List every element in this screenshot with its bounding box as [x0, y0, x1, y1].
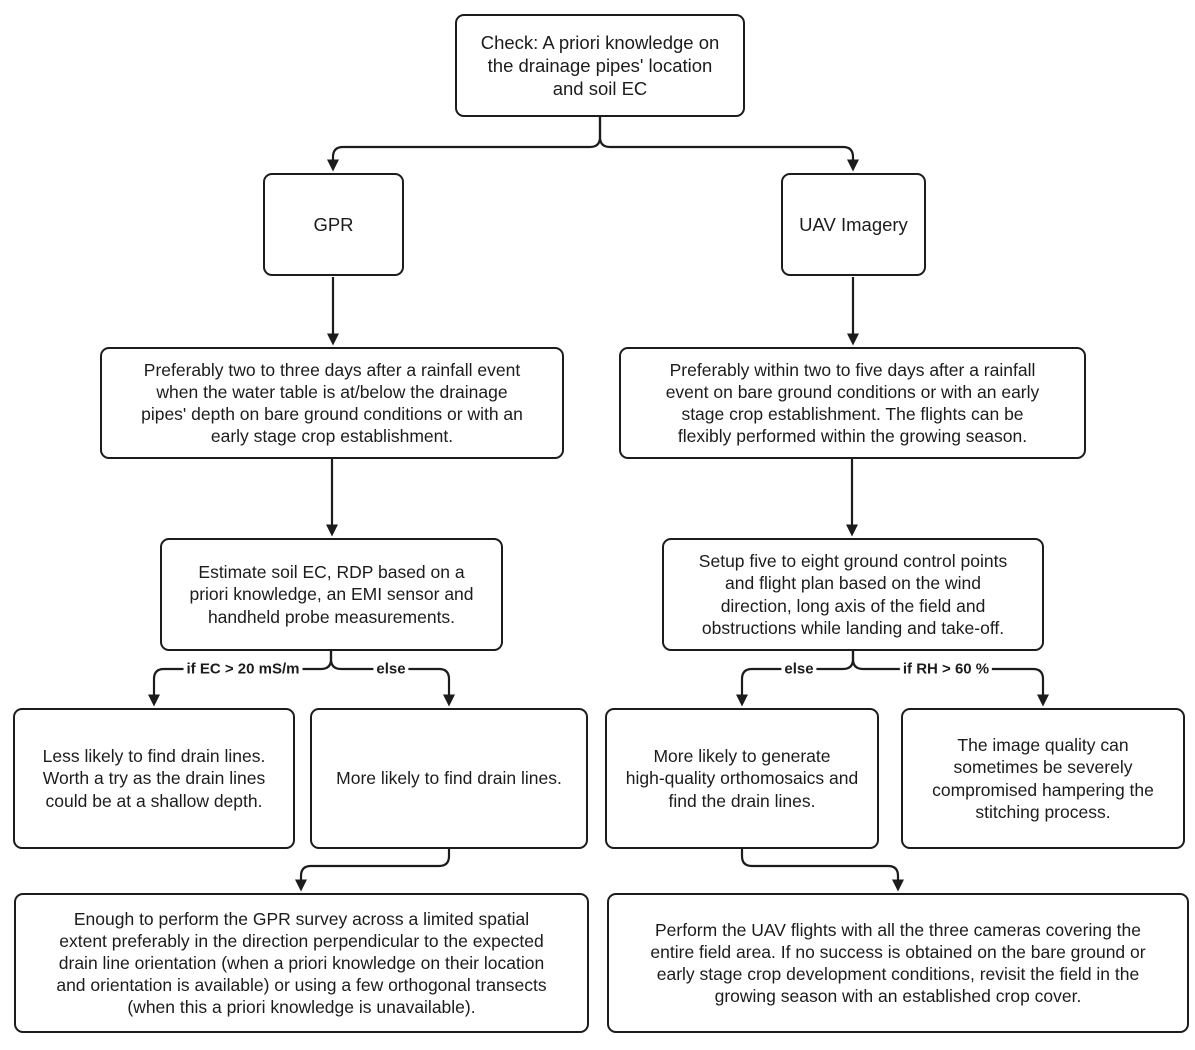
connector-orthomosaics-to-flights [740, 849, 904, 892]
connector-more-likely-to-survey [295, 849, 451, 892]
edge-label-gpr-else: else [373, 660, 409, 678]
node-gpr-timing: Preferably two to three days after a rai… [100, 347, 564, 459]
node-uav-imagery: UAV Imagery [781, 173, 926, 276]
node-less-likely-drain-lines: Less likely to find drain lines. Worth a… [13, 708, 295, 849]
node-setup-gcp-flight-plan: Setup five to eight ground control point… [662, 538, 1044, 651]
node-more-likely-drain-lines: More likely to find drain lines. [310, 708, 588, 849]
connector-check-to-gpr [327, 116, 602, 172]
node-image-quality-compromised: The image quality can sometimes be sever… [901, 708, 1185, 849]
connector-check-to-uav [598, 116, 859, 172]
node-gpr-survey-extent: Enough to perform the GPR survey across … [14, 893, 589, 1033]
node-check-apriori-knowledge: Check: A priori knowledge on the drainag… [455, 14, 745, 117]
edge-label-ec-condition: if EC > 20 mS/m [183, 660, 303, 678]
edge-label-rh-condition: if RH > 60 % [899, 660, 993, 678]
node-gpr: GPR [263, 173, 404, 276]
node-uav-flights-plan: Perform the UAV flights with all the thr… [607, 893, 1189, 1033]
node-uav-timing: Preferably within two to five days after… [619, 347, 1086, 459]
edge-label-uav-else: else [781, 660, 817, 678]
node-more-likely-orthomosaics: More likely to generate high-quality ort… [605, 708, 879, 849]
node-estimate-soil-ec: Estimate soil EC, RDP based on a priori … [160, 538, 503, 651]
